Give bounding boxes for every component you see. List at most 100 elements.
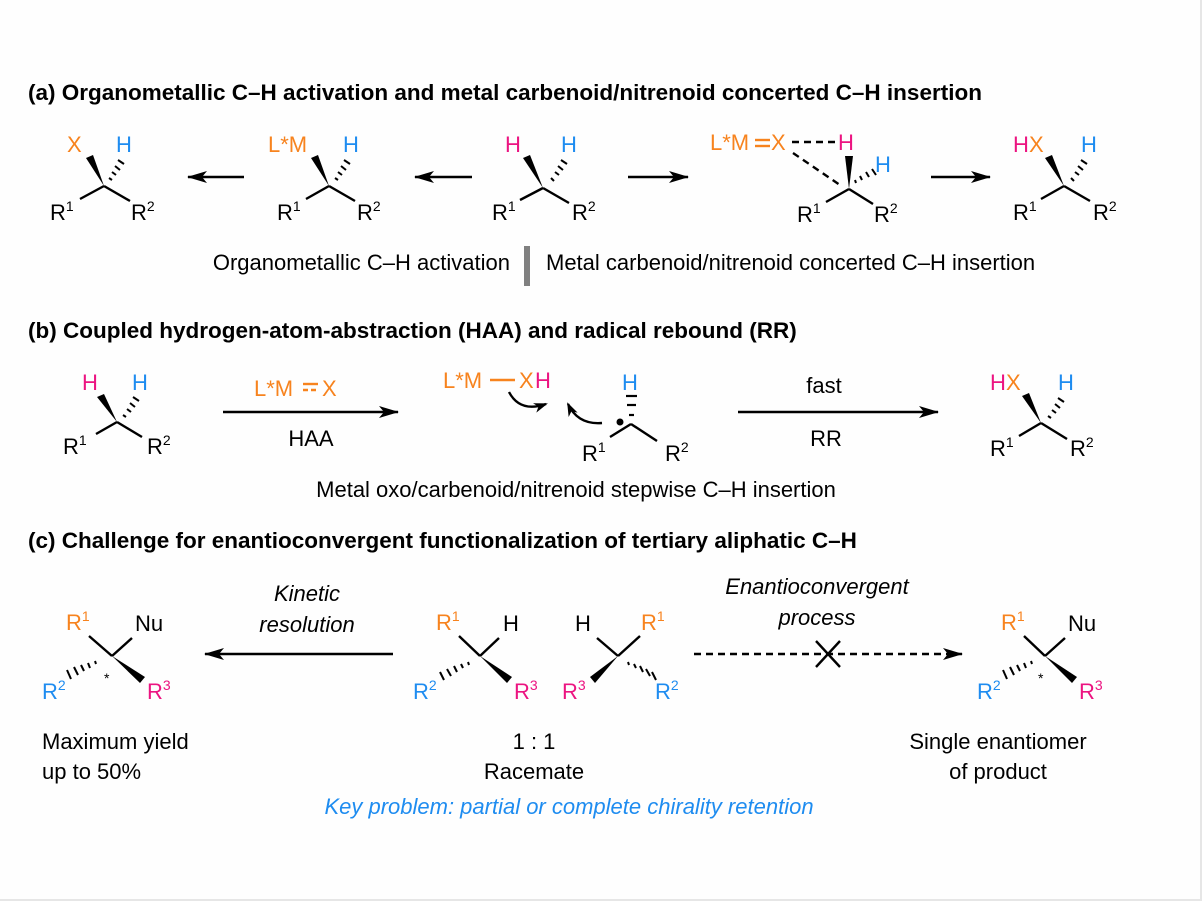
caption-max-yield-2: up to 50% [42, 759, 141, 784]
hash-bond [1002, 660, 1033, 680]
r3-label: R3 [147, 677, 171, 704]
bond [1040, 184, 1065, 201]
r1-label: R1 [436, 608, 460, 635]
atom-h-blue: H [561, 132, 577, 157]
section-b-header: (b) Coupled hydrogen-atom-abstraction (H… [28, 318, 797, 343]
hash-bond [1047, 397, 1065, 419]
hash-bond [854, 168, 877, 184]
bond [596, 637, 619, 657]
atom-x: X [1029, 132, 1044, 157]
r2-label: R2 [874, 200, 898, 227]
nu-label: Nu [1068, 611, 1096, 636]
int-metal: L*M [443, 368, 482, 393]
r1-label: R1 [797, 200, 821, 227]
molecule-enantiomer-2: H R1 R3 R2 [562, 608, 679, 704]
bond [848, 187, 874, 206]
molecule-transition-state: L*M X H H R1 R2 [710, 130, 898, 227]
bond [1018, 421, 1042, 438]
stereocenter-star: * [104, 670, 110, 686]
atom-h-blue: H [622, 370, 638, 395]
r2-label: R2 [655, 677, 679, 704]
molecule-product-x: X H R1 R2 [50, 132, 155, 225]
wedge-bond [112, 656, 145, 683]
bond [1023, 635, 1046, 657]
hash-bond [334, 159, 351, 181]
wedge-bond [311, 155, 329, 186]
intermediate-metal-hydroxide: L*M X H [443, 368, 551, 393]
kr-label-1: Kinetic [274, 581, 340, 606]
hash-bond [122, 396, 140, 418]
hash-bond [108, 159, 125, 181]
section-a-header: (a) Organometallic C–H activation and me… [28, 80, 982, 105]
wedge-bond [97, 394, 117, 422]
hash-bond [626, 394, 637, 417]
r1-label: R1 [641, 608, 665, 635]
bond [825, 187, 850, 204]
r1-label: R1 [582, 439, 606, 466]
stereocenter-star: * [1038, 670, 1044, 686]
wedge-bond [1045, 656, 1077, 683]
bond [458, 635, 481, 657]
caption-divider [524, 246, 530, 286]
atom-h-magenta: H [990, 370, 1006, 395]
arrow-rr-below: RR [810, 426, 842, 451]
r1-label: R1 [1013, 198, 1037, 225]
atom-h-magenta: H [82, 370, 98, 395]
r1-label: R1 [50, 198, 74, 225]
wedge-bond [523, 155, 543, 188]
bond [630, 422, 658, 443]
r2-label: R2 [147, 432, 171, 459]
r3-label: R3 [562, 677, 586, 704]
r1-label: R1 [1001, 608, 1025, 635]
hash-bond [66, 660, 97, 680]
molecule-radical: H R1 R2 [582, 370, 689, 466]
bond [1044, 637, 1066, 657]
atom-h-blue: H [1081, 132, 1097, 157]
hash-bond [1070, 159, 1088, 182]
hash-bond [627, 661, 657, 681]
atom-h: H [116, 132, 132, 157]
h-label: H [503, 611, 519, 636]
section-c-header: (c) Challenge for enantioconvergent func… [28, 528, 857, 553]
molecule-ec-product: R1 Nu * R2 R3 [977, 608, 1103, 704]
molecule-b-substrate: H H R1 R2 [63, 370, 171, 459]
bond [111, 637, 133, 657]
bond [95, 420, 118, 436]
ts-x: X [771, 130, 786, 155]
r2-label: R2 [42, 677, 66, 704]
radical-dot [616, 418, 624, 426]
r2-label: R2 [665, 439, 689, 466]
wedge-bond [590, 656, 618, 683]
caption-organometallic: Organometallic C–H activation [213, 250, 510, 275]
ec-label-2: process [777, 605, 855, 630]
bond [88, 635, 113, 657]
r1-label: R1 [492, 198, 516, 225]
caption-stepwise: Metal oxo/carbenoid/nitrenoid stepwise C… [316, 477, 836, 502]
caption-single-enantiomer-2: of product [949, 759, 1047, 784]
wedge-bond [480, 656, 512, 683]
atom-x: X [67, 132, 82, 157]
int-x: X [519, 368, 534, 393]
bond [79, 184, 105, 201]
atom-h: H [343, 132, 359, 157]
r3-label: R3 [514, 677, 538, 704]
atom-metal: L*M [268, 132, 307, 157]
ts-h-top: H [838, 130, 854, 155]
r1-label: R1 [66, 608, 90, 635]
atom-h-magenta: H [505, 132, 521, 157]
r1-label: R1 [63, 432, 87, 459]
caption-racemate: Racemate [484, 759, 584, 784]
wedge-bond [845, 156, 853, 189]
arrow-rr-above: fast [806, 373, 841, 398]
int-h: H [535, 368, 551, 393]
ec-label-1: Enantioconvergent [725, 574, 909, 599]
bond [116, 420, 143, 439]
reagent-metal: L*M [254, 376, 293, 401]
molecule-metal-complex: L*M H R1 R2 [268, 132, 381, 225]
bond [519, 186, 544, 202]
r2-label: R2 [977, 677, 1001, 704]
r3-label: R3 [1079, 677, 1103, 704]
key-problem: Key problem: partial or complete chirali… [324, 794, 813, 819]
